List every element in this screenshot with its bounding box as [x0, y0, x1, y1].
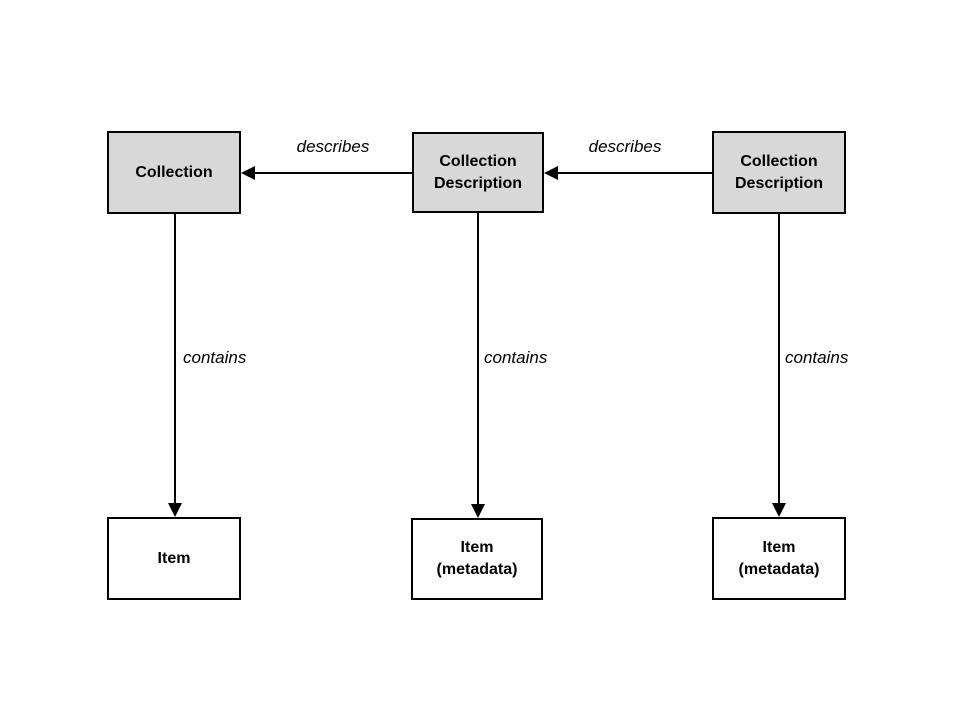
contains-arrowhead-down-icon-1 — [168, 503, 182, 517]
contains-arrowhead-down-icon-3 — [772, 503, 786, 517]
item-box: Item — [107, 517, 241, 600]
contains-arrow-line-1 — [174, 214, 176, 505]
contains-edge-label-1: contains — [183, 348, 247, 367]
describes-edge-label-2: describes — [588, 137, 662, 156]
contains-arrowhead-down-icon-2 — [471, 504, 485, 518]
item-metadata-box-2: Item (metadata) — [712, 517, 846, 600]
contains-edge-label-2: contains — [484, 348, 548, 367]
item-metadata-box-1: Item (metadata) — [411, 518, 543, 600]
contains-arrow-line-3 — [778, 214, 780, 505]
collection-box: Collection — [107, 131, 241, 214]
describes-edge-label-1: describes — [296, 137, 370, 156]
contains-arrow-line-2 — [477, 213, 479, 506]
describes-arrow-line-2 — [556, 172, 712, 174]
collection-description-box-2: Collection Description — [712, 131, 846, 214]
collection-description-box-1: Collection Description — [412, 132, 544, 213]
describes-arrowhead-left-icon-1 — [241, 166, 255, 180]
describes-arrow-line-1 — [253, 172, 412, 174]
contains-edge-label-3: contains — [785, 348, 849, 367]
describes-arrowhead-left-icon-2 — [544, 166, 558, 180]
